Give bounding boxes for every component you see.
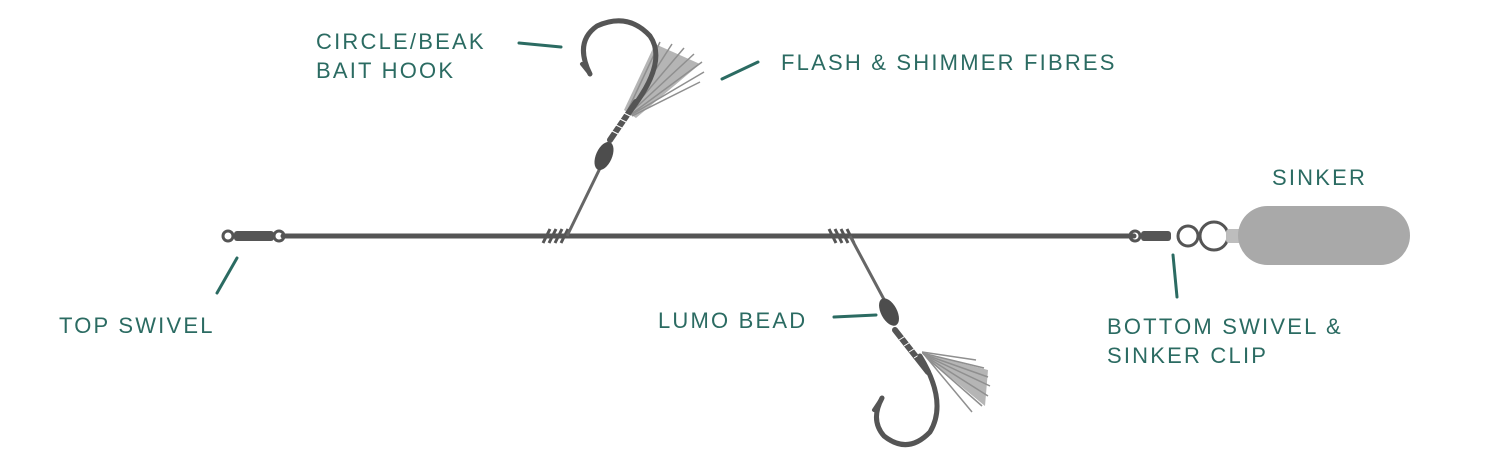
flash-fibres-label: FLASH & SHIMMER FIBRES (781, 50, 1117, 75)
bottom-swivel-label-line-2: SINKER CLIP (1107, 343, 1269, 368)
leader-lines (215, 41, 1179, 319)
sinker-label: SINKER (1272, 165, 1368, 190)
leader-lumo-bead (832, 313, 878, 319)
lower-lumo-bead (879, 298, 899, 326)
bottom-swivel-label: BOTTOM SWIVEL & SINKER CLIP (1107, 312, 1343, 370)
lower-dropper-line (848, 235, 889, 306)
hook-label-line-2: BAIT HOOK (316, 58, 456, 83)
sinker (1226, 206, 1410, 265)
bottom-swivel (1128, 220, 1230, 252)
upper-fibres (624, 41, 705, 118)
upper-hook (580, 18, 659, 113)
leader-flash (720, 60, 760, 81)
leader-bottom-swivel (1171, 253, 1179, 299)
upper-dropper-knot (541, 228, 570, 244)
top-swivel (221, 229, 286, 243)
lower-hook (872, 353, 940, 447)
upper-lumo-bead (594, 141, 614, 171)
upper-dropper-line (565, 159, 606, 237)
hook-label: CIRCLE/BEAK BAIT HOOK (316, 27, 486, 85)
lower-fibres (921, 351, 991, 413)
lumo-bead-label: LUMO BEAD (658, 308, 808, 333)
hook-label-line-1: CIRCLE/BEAK (316, 29, 486, 54)
top-swivel-label: TOP SWIVEL (59, 313, 215, 338)
leader-top-swivel (215, 256, 239, 295)
leader-hook (517, 41, 563, 49)
bottom-swivel-label-line-1: BOTTOM SWIVEL & (1107, 314, 1343, 339)
